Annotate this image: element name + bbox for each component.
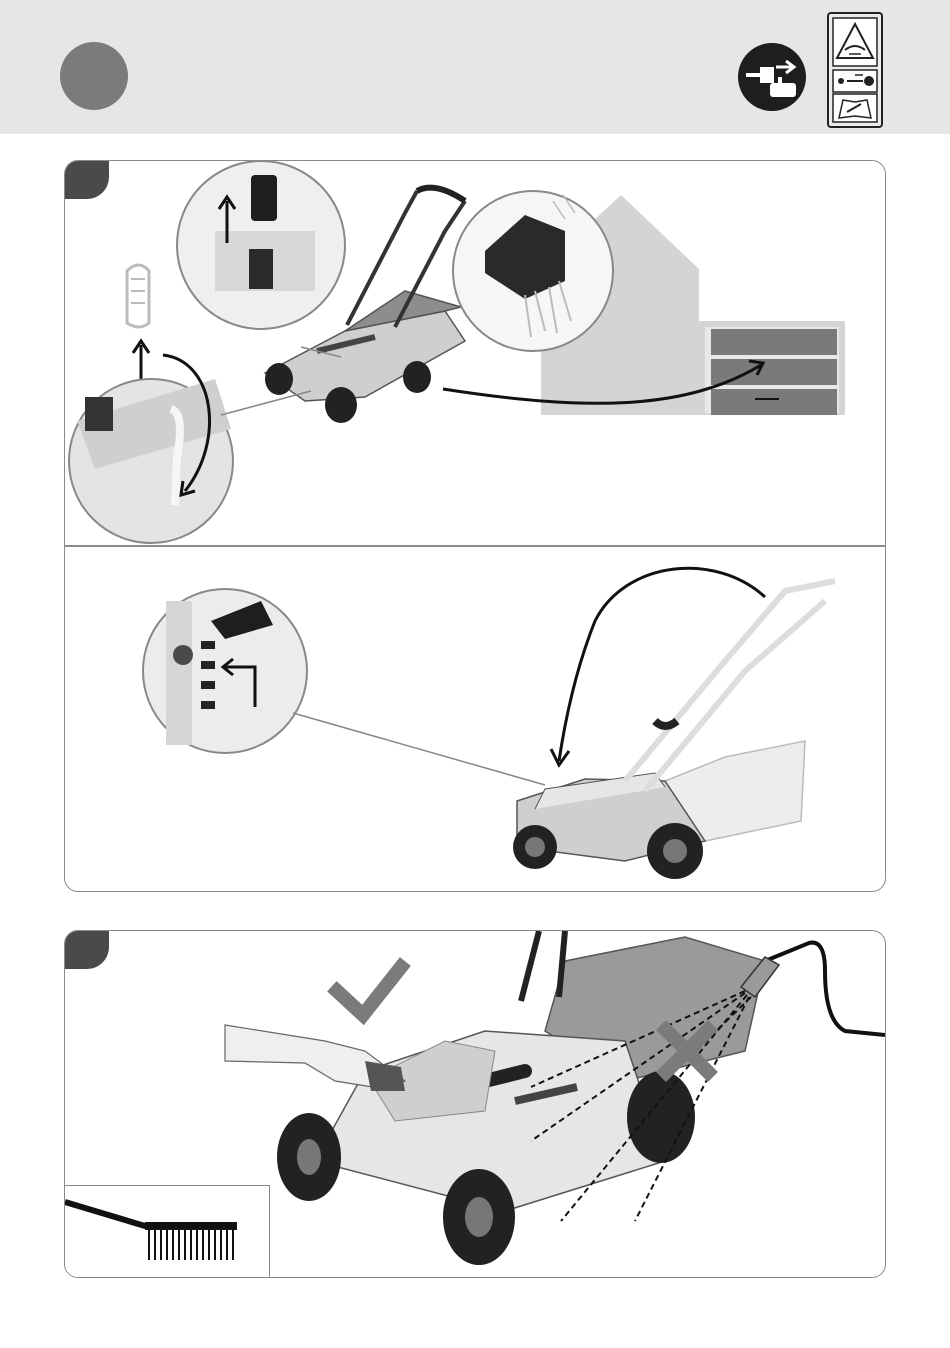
mower-illustration-cleaning (277, 931, 765, 1265)
panel-cleaning (64, 930, 886, 1278)
warning-sharp-blade-icon (833, 18, 877, 66)
allowed-check-icon (337, 967, 401, 1015)
step-number-circle (60, 42, 128, 110)
zoom-handle-lever (143, 589, 307, 753)
page-header (0, 0, 950, 134)
panel-storage-preparation (64, 160, 886, 892)
read-manual-icon (833, 94, 877, 122)
brush-icon (65, 1202, 237, 1260)
remove-safety-key-icon (833, 70, 877, 92)
brush-inset (65, 1185, 270, 1278)
hand-wiping-illustration (225, 1025, 405, 1091)
mower-illustration-folded (513, 581, 835, 879)
safety-icons-strip (827, 12, 883, 128)
disconnect-power-icon (738, 43, 806, 111)
